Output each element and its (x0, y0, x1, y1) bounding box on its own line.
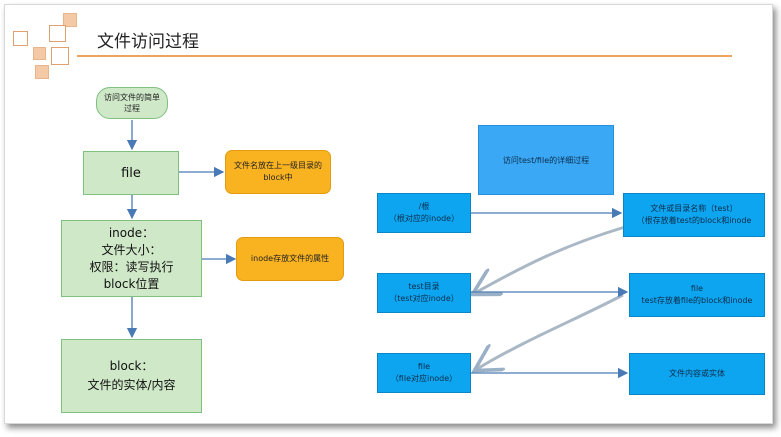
decor-square (35, 65, 49, 79)
detail-header-box: 访问test/file的详细过程 (478, 125, 614, 195)
decor-square (63, 13, 77, 27)
file-box: file (83, 151, 179, 195)
inode-note-box: inode存放文件的属性 (236, 237, 344, 281)
block-box: block： 文件的实体/内容 (61, 339, 202, 413)
slide-title: 文件访问过程 (97, 32, 199, 52)
start-node: 访问文件的简单 过程 (96, 87, 168, 119)
file-content-box: 文件内容或实体 (629, 353, 765, 395)
test-block-box: file test存放着file的block和inode (629, 273, 765, 317)
title-underline (77, 55, 732, 57)
file-inode-box: file （file对应inode） (377, 353, 471, 393)
decor-square (49, 25, 66, 42)
slide: 文件访问过程 访问文件的简单 过程 file 文件名放在上一级目录的 block… (4, 4, 773, 424)
root-box: /根 （根对应的inode） (377, 193, 471, 233)
decor-square (51, 47, 69, 65)
file-note-box: 文件名放在上一级目录的 block中 (225, 150, 331, 194)
root-block-box: 文件或目录名称（test） （根存放着test的block和inode (623, 193, 765, 237)
test-dir-box: test目录 （test对应inode） (377, 273, 471, 313)
curve-testblock-to-fileinode (477, 293, 624, 369)
curve-rootblock-to-testdir (475, 225, 626, 293)
decor-square (13, 31, 28, 46)
decor-square (33, 47, 46, 60)
inode-box: inode： 文件大小： 权限：读写执行 block位置 (61, 220, 202, 297)
